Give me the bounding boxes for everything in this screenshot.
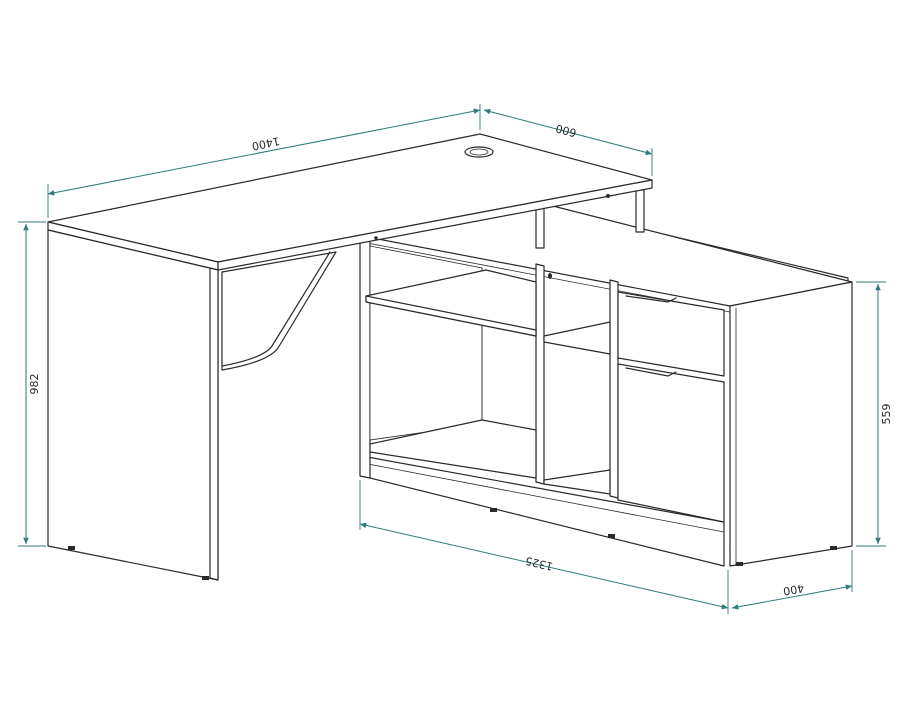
cabinet-length-label: 1325 — [524, 554, 554, 573]
cabinet-side-panel — [729, 281, 853, 567]
cable-grommet — [464, 146, 494, 158]
cabinet — [359, 203, 853, 567]
desk-width-label: 1400 — [251, 134, 281, 153]
desk-brace — [221, 251, 337, 371]
cabinet-left-upright — [359, 239, 371, 479]
cabinet-door-divider — [609, 279, 619, 499]
desk-back-rail — [535, 203, 545, 249]
cabinet-center-divider — [535, 263, 545, 485]
bottom-shelf — [369, 419, 537, 479]
dimension-labels: 1400 600 982 559 1325 400 — [28, 121, 893, 597]
cabinet-depth-label: 400 — [782, 581, 805, 597]
desk — [47, 133, 653, 581]
middle-shelf — [543, 321, 611, 355]
cabinet-height-label: 559 — [880, 404, 893, 425]
drawer-front — [617, 291, 725, 377]
desk-leg-panel — [47, 229, 219, 581]
cabinet-door — [617, 363, 725, 523]
desk-depth-label: 600 — [554, 121, 578, 139]
desk-right-support — [635, 189, 645, 233]
dimension-lines — [18, 104, 886, 614]
desk-height-label: 982 — [28, 374, 41, 395]
